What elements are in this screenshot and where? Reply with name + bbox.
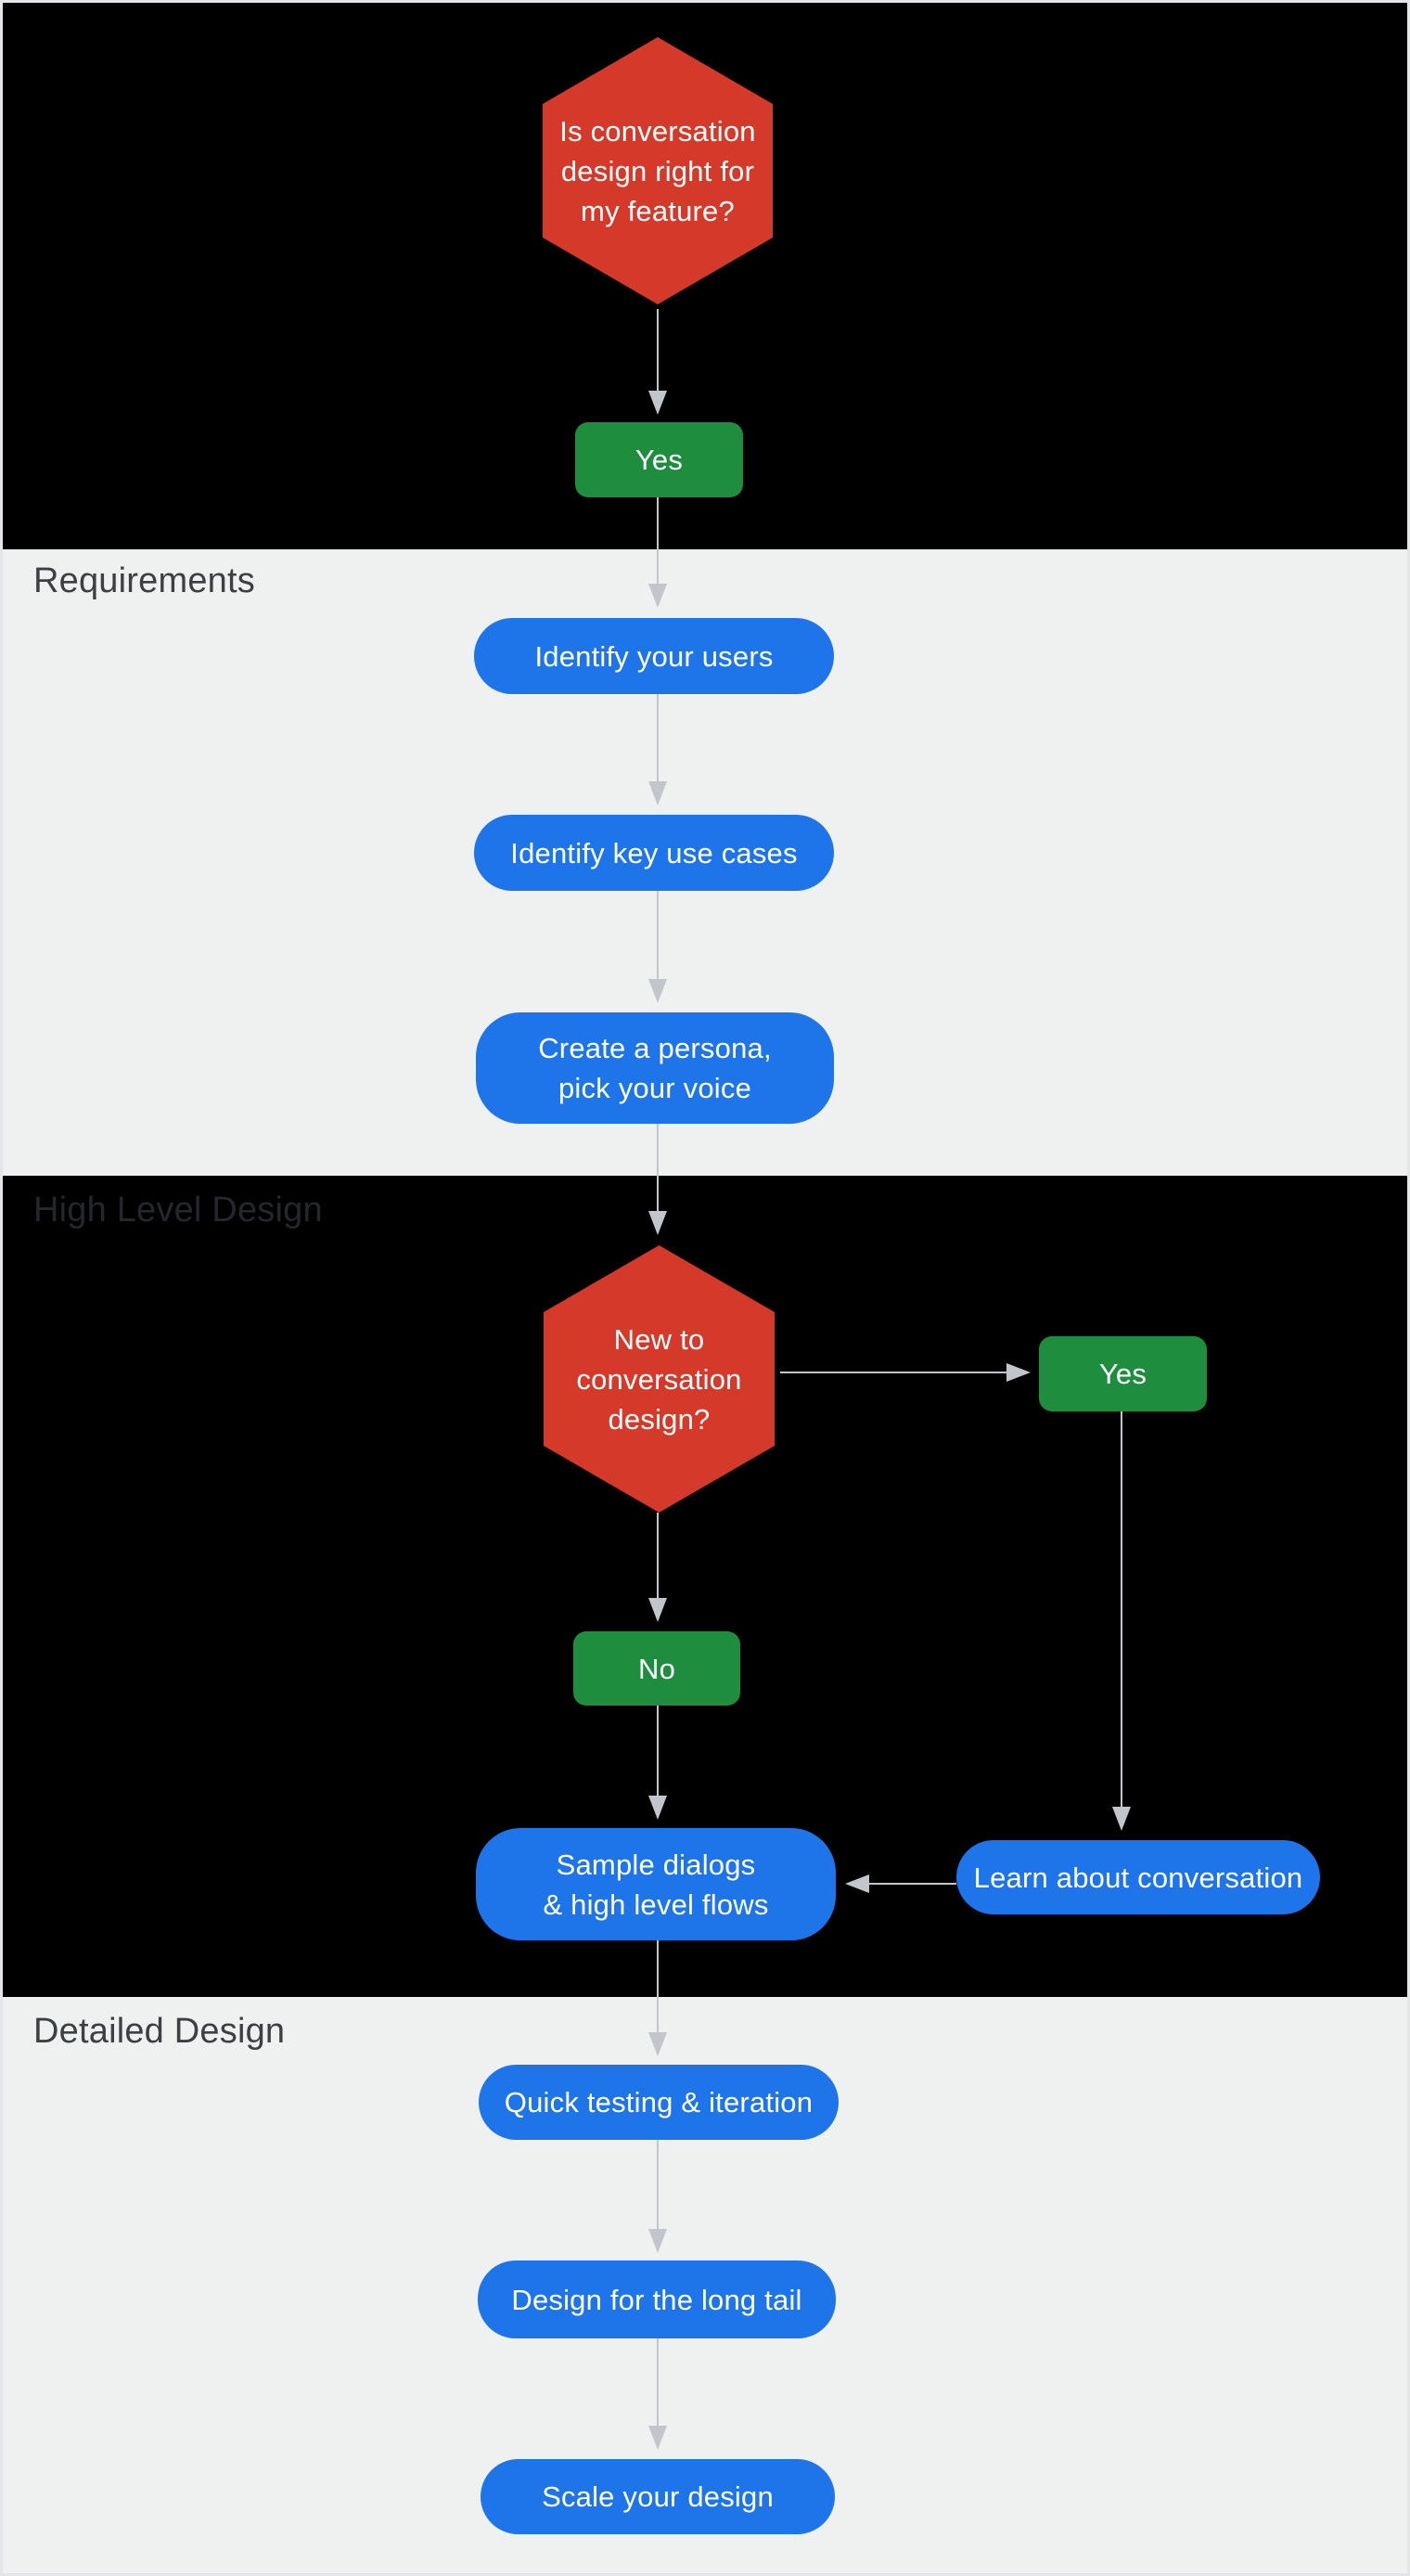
answer-no-new-button[interactable]: No xyxy=(573,1631,740,1706)
connector-line xyxy=(657,1706,659,1796)
step-label: Identify your users xyxy=(534,639,774,673)
connector-line xyxy=(657,309,659,391)
step-sample-dialogs-high-level-flows[interactable]: Sample dialogs & high level flows xyxy=(476,1828,836,1940)
connector-line xyxy=(869,1883,956,1885)
arrowhead-down-icon xyxy=(648,2229,667,2253)
arrowhead-down-icon xyxy=(648,584,667,608)
step-label: Identify key use cases xyxy=(510,836,798,869)
connector-line xyxy=(1121,1411,1122,1807)
step-scale-your-design[interactable]: Scale your design xyxy=(481,2459,835,2534)
step-identify-your-users[interactable]: Identify your users xyxy=(474,618,834,694)
step-label: Sample dialogs & high level flows xyxy=(543,1848,769,1921)
arrowhead-down-icon xyxy=(1112,1807,1131,1831)
arrowhead-left-icon xyxy=(845,1874,869,1893)
arrowhead-down-icon xyxy=(648,781,667,805)
arrowhead-down-icon xyxy=(648,2426,667,2450)
connector-line xyxy=(657,1513,659,1598)
connector-line xyxy=(780,1372,1006,1373)
decision-label: New to conversation design? xyxy=(576,1322,742,1436)
answer-label: Yes xyxy=(634,444,684,476)
connector-line xyxy=(657,497,659,584)
step-quick-testing-iteration[interactable]: Quick testing & iteration xyxy=(479,2065,839,2140)
section-label-high-level-design: High Level Design xyxy=(33,1191,323,1230)
answer-yes-fit-button[interactable]: Yes xyxy=(575,422,743,497)
step-label: Learn about conversation xyxy=(973,1861,1303,1894)
decision-label: Is conversation design right for my feat… xyxy=(559,114,756,227)
connector-line xyxy=(657,1124,659,1211)
arrowhead-down-icon xyxy=(648,1211,667,1235)
step-create-persona-pick-voice[interactable]: Create a persona, pick your voice xyxy=(476,1012,834,1124)
decision-new-to-conversation-design[interactable]: New to conversation design? xyxy=(544,1245,775,1513)
step-label: Quick testing & iteration xyxy=(504,2086,814,2119)
arrowhead-down-icon xyxy=(648,2032,667,2056)
arrowhead-down-icon xyxy=(648,391,667,415)
arrowhead-down-icon xyxy=(648,979,667,1003)
connector-line xyxy=(657,2338,659,2426)
answer-yes-new-button[interactable]: Yes xyxy=(1039,1336,1207,1411)
step-label: Scale your design xyxy=(542,2480,774,2513)
answer-label: No xyxy=(637,1652,676,1685)
connector-line xyxy=(657,2140,659,2229)
arrowhead-down-icon xyxy=(648,1598,667,1622)
step-identify-key-use-cases[interactable]: Identify key use cases xyxy=(474,815,834,891)
arrowhead-down-icon xyxy=(648,1796,667,1820)
section-label-requirements: Requirements xyxy=(33,561,255,600)
step-label: Create a persona, pick your voice xyxy=(538,1032,772,1104)
step-label: Design for the long tail xyxy=(511,2283,802,2316)
section-label-detailed-design: Detailed Design xyxy=(33,2012,286,2051)
connector-line xyxy=(657,694,659,781)
connector-line xyxy=(657,1940,659,2032)
arrowhead-right-icon xyxy=(1006,1363,1031,1382)
answer-label: Yes xyxy=(1098,1358,1147,1390)
step-learn-about-conversation[interactable]: Learn about conversation xyxy=(956,1840,1320,1914)
connector-line xyxy=(657,891,659,979)
step-design-for-long-tail[interactable]: Design for the long tail xyxy=(478,2260,836,2338)
